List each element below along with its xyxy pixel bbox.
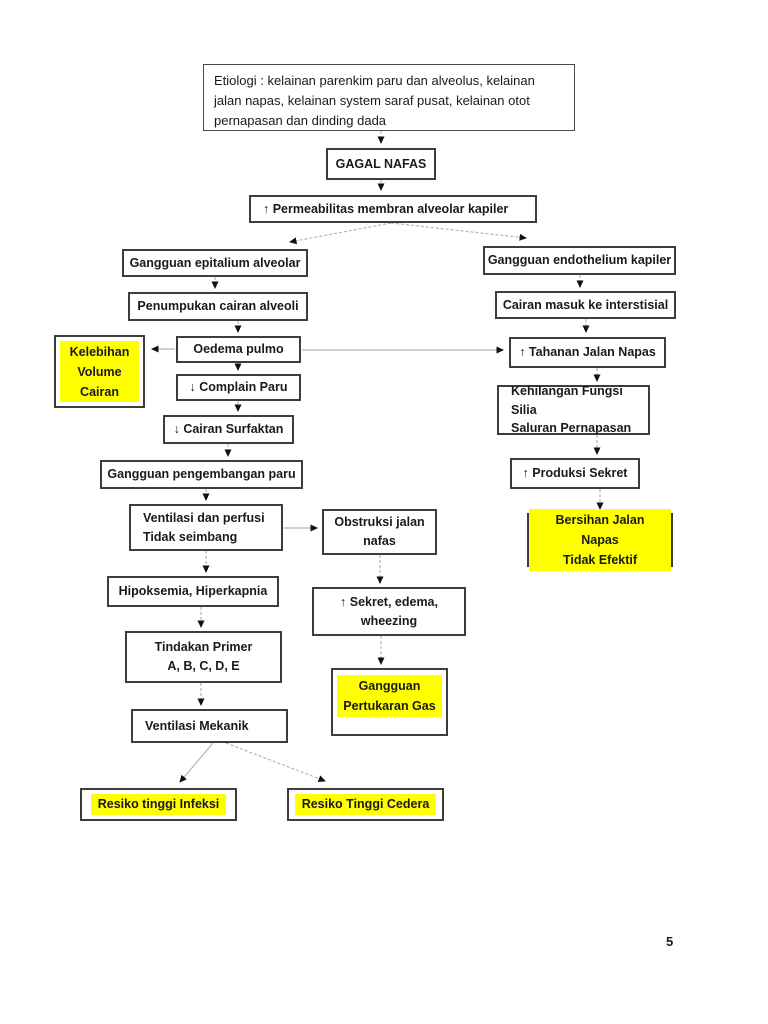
node-kehilangan: Kehilangan Fungsi Silia Saluran Pernapas… [497,383,650,436]
node-etiologi: Etiologi : kelainan parenkim paru dan al… [203,64,575,131]
node-resiko-infeksi: Resiko tinggi Infeksi [80,788,237,821]
node-tindakan-primer-line2: A, B, C, D, E [167,659,240,673]
node-tindakan-primer-line1: Tindakan Primer [154,640,253,655]
node-kehilangan-line1: Kehilangan Fungsi Silia [511,383,623,417]
node-penumpukan-label: Penumpukan cairan alveoli [137,299,299,314]
arrow-ventmekanik-infeksi [179,742,214,783]
node-permeabilitas: ↑ Permeabilitas membran alveolar kapiler [249,195,537,223]
arrow-split-right [390,222,527,241]
node-oedema-pulmo-label: Oedema pulmo [193,342,284,357]
node-pengembangan-label: Gangguan pengembangan paru [107,467,296,482]
node-etiologi-label: Etiologi : kelainan parenkim paru dan al… [214,73,535,129]
node-resiko-cedera-label: Resiko Tinggi Cedera [294,794,437,815]
node-kelebihan-line1: Kelebihan [69,344,130,359]
node-oedema-pulmo: Oedema pulmo [176,336,301,363]
node-endothelium-label: Gangguan endothelium kapiler [487,253,672,268]
node-tahanan: ↑ Tahanan Jalan Napas [509,337,666,368]
node-kehilangan-line2: Saluran Pernapasan [511,421,632,436]
arrow-split-left [289,222,392,245]
node-epitalium-label: Gangguan epitalium alveolar [129,255,301,270]
node-produksi-sekret-label: ↑ Produksi Sekret [522,466,628,481]
node-epitalium: Gangguan epitalium alveolar [122,249,308,277]
node-bersihan-line2: Tidak Efektif [562,553,638,567]
node-hipoksemia-label: Hipoksemia, Hiperkapnia [118,584,268,599]
node-endothelium: Gangguan endothelium kapiler [483,246,676,275]
node-ventilasi-mekanik: Ventilasi Mekanik [131,709,288,743]
node-pengembangan: Gangguan pengembangan paru [100,460,303,489]
node-gagal-nafas: GAGAL NAFAS [326,148,436,180]
node-ventilasi-perfusi: Ventilasi dan perfusi Tidak seimbang [129,504,283,551]
node-obstruksi-line1: Obstruksi jalan [334,515,425,530]
node-sekret-edema: ↑ Sekret, edema, wheezing [312,587,466,636]
node-resiko-cedera: Resiko Tinggi Cedera [287,788,444,821]
node-hipoksemia: Hipoksemia, Hiperkapnia [107,576,279,607]
node-resiko-infeksi-label: Resiko tinggi Infeksi [90,794,227,815]
node-produksi-sekret: ↑ Produksi Sekret [510,458,640,489]
kelebihan-highlight: Kelebihan Volume Cairan [60,341,139,402]
node-obstruksi-line2: nafas [363,534,396,548]
node-sekret-edema-line2: wheezing [360,613,418,628]
bersihan-highlight: Bersihan Jalan Napas Tidak Efektif [529,509,671,571]
node-kelebihan-line3: Cairan [80,384,119,399]
node-kelebihan-line2: Volume [77,364,122,379]
node-ventilasi-perfusi-line2: Tidak seimbang [143,529,238,544]
node-sekret-edema-line1: ↑ Sekret, edema, [340,594,438,609]
node-pertukaran-gas-line2: Pertukaran Gas [343,699,436,713]
node-cairan-surfaktan-label: ↓ Cairan Surfaktan [173,422,284,437]
node-cairan-masuk-label: Cairan masuk ke interstisial [502,297,669,312]
node-cairan-surfaktan: ↓ Cairan Surfaktan [163,415,294,444]
pertukaran-highlight: Gangguan Pertukaran Gas [337,675,442,717]
arrow-ventmekanik-cedera [225,742,326,782]
node-complain-paru: ↓ Complain Paru [176,374,301,401]
node-gagal-nafas-label: GAGAL NAFAS [335,156,427,171]
page-number: 5 [666,934,674,949]
node-bersihan: Bersihan Jalan Napas Tidak Efektif [527,509,673,571]
node-permeabilitas-label: ↑ Permeabilitas membran alveolar kapiler [263,201,509,216]
node-pertukaran-gas: Gangguan Pertukaran Gas [331,668,448,736]
node-pertukaran-gas-line1: Gangguan [358,679,421,693]
node-tahanan-label: ↑ Tahanan Jalan Napas [519,345,656,360]
node-ventilasi-mekanik-label: Ventilasi Mekanik [145,718,249,733]
node-penumpukan: Penumpukan cairan alveoli [128,292,308,321]
node-bersihan-line1: Bersihan Jalan Napas [555,513,645,547]
node-ventilasi-perfusi-line1: Ventilasi dan perfusi [143,510,265,525]
node-cairan-masuk: Cairan masuk ke interstisial [495,291,676,319]
node-obstruksi: Obstruksi jalan nafas [322,509,437,555]
node-kelebihan-volume-cairan: Kelebihan Volume Cairan [54,335,145,408]
node-tindakan-primer: Tindakan Primer A, B, C, D, E [125,631,282,683]
node-complain-paru-label: ↓ Complain Paru [189,380,288,395]
